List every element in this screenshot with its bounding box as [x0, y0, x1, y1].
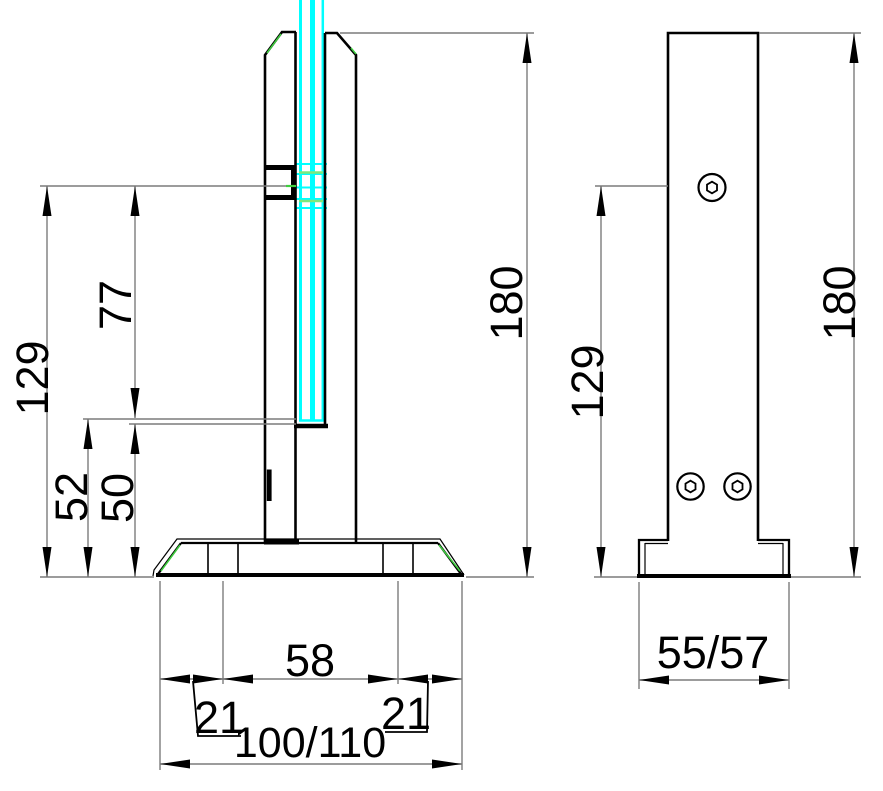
- leader-21-left: [192, 680, 241, 737]
- leader-21-right: [385, 680, 429, 733]
- dim-label-21-right: 21: [381, 688, 431, 739]
- dimension-labels: 129 77 52 50 180 129 180 58 21 21 100/11…: [7, 265, 865, 767]
- base-plate: [152, 538, 465, 577]
- front-post-outline: [666, 31, 760, 541]
- dim-label-100-110: 100/110: [234, 719, 386, 767]
- base-cover-outline: [152, 538, 465, 577]
- front-base-outline: [637, 538, 791, 576]
- front-base-inner-lip: [644, 542, 784, 574]
- spigot-body: [263, 30, 358, 545]
- dimension-arrows: [42, 33, 859, 769]
- front-view: [637, 31, 791, 578]
- dim-label-129-side: 129: [7, 340, 58, 415]
- dim-label-58: 58: [285, 635, 335, 686]
- dim-label-52: 52: [46, 472, 97, 522]
- grub-screw-left: [676, 472, 705, 501]
- front-post: [637, 31, 791, 578]
- side-slot-mark: [266, 469, 272, 501]
- dim-label-180-front: 180: [814, 265, 865, 340]
- screws: [676, 172, 752, 501]
- clamp-screw-front: [697, 172, 727, 203]
- dim-label-21-left: 21: [194, 692, 244, 743]
- grub-screw-right: [723, 472, 752, 501]
- glass-panel: [296, 0, 327, 422]
- clamp-screw-detail: [265, 165, 296, 200]
- left-jaw-outline: [263, 30, 296, 543]
- gasket-green-lines: [299, 171, 323, 203]
- dim-label-55-57: 55/57: [657, 627, 770, 678]
- dim-label-129-front: 129: [562, 344, 613, 419]
- glass-gasket-lines: [296, 163, 327, 209]
- dim-label-180-side: 180: [481, 265, 532, 340]
- dim-label-77: 77: [90, 280, 141, 330]
- dim-label-50: 50: [92, 473, 143, 523]
- dim-21-leaders: [192, 680, 429, 737]
- side-view: [152, 0, 465, 577]
- base-chamfer-green: [160, 33, 461, 572]
- base-bolt-holes: [207, 543, 414, 573]
- right-jaw-outline: [325, 31, 358, 543]
